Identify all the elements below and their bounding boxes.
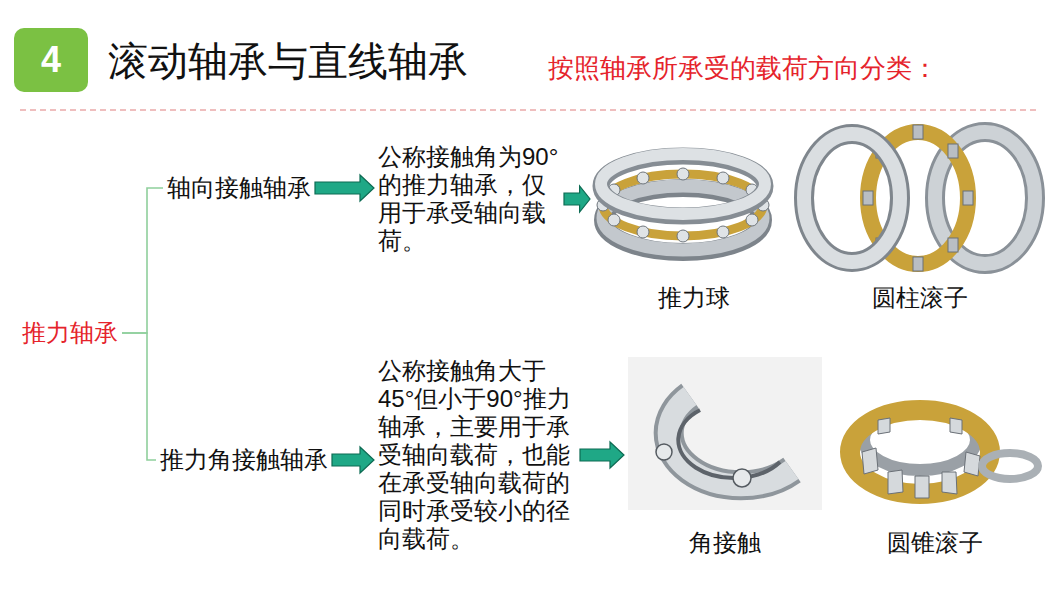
bearing-picture-caption-text: 圆柱滚子 [872, 284, 968, 312]
bearing-picture-caption-text: 圆锥滚子 [887, 529, 983, 557]
angular-contact-bearing-picture [628, 357, 822, 510]
bearing-picture-caption-text: 推力球 [658, 284, 730, 312]
category-label: 推力轴承 [22, 319, 118, 347]
bracket-line [122, 333, 156, 460]
bearing-picture-caption: 圆锥滚子 [840, 385, 1030, 557]
subcategory-label: 推力角接触轴承 [160, 446, 328, 474]
description-text: 公称接触角为90°的推力轴承，仅用于承受轴向载荷。 [378, 143, 560, 255]
description-text-text: 公称接触角大于45°但小于90°推力轴承，主要用于承受轴向载荷，也能在承受轴向载… [378, 357, 576, 553]
section-number-badge-text: 4 [41, 39, 61, 81]
block-arrow [315, 175, 374, 201]
bearing-picture-caption: 圆柱滚子 [800, 128, 1040, 312]
description-text-text: 公称接触角为90°的推力轴承，仅用于承受轴向载荷。 [378, 143, 560, 255]
category-label-text: 推力轴承 [22, 319, 118, 347]
block-arrow [332, 447, 374, 473]
tapered-roller-bearing-picture [850, 410, 1038, 498]
bearing-picture-caption: 推力球 [594, 150, 794, 312]
subcategory-label-text: 推力角接触轴承 [160, 446, 328, 474]
cylindrical-roller-bearing-picture [804, 125, 1035, 271]
bracket-line [122, 188, 163, 333]
bearing-picture-caption: 角接触 [628, 357, 822, 557]
bearing-picture-caption-text: 角接触 [689, 529, 761, 557]
subcategory-label: 轴向接触轴承 [167, 174, 311, 202]
thrust-ball-bearing-picture [597, 154, 769, 252]
subcategory-label-text: 轴向接触轴承 [167, 174, 311, 202]
block-arrow [564, 186, 590, 212]
block-arrow [580, 442, 624, 468]
dashed-divider [20, 109, 1037, 111]
section-number-badge: 4 [14, 28, 88, 92]
description-text: 公称接触角大于45°但小于90°推力轴承，主要用于承受轴向载荷，也能在承受轴向载… [378, 357, 576, 553]
subtitle-note: 按照轴承所承受的载荷方向分类： [548, 53, 938, 83]
slide-title: 滚动轴承与直线轴承 [108, 36, 468, 86]
